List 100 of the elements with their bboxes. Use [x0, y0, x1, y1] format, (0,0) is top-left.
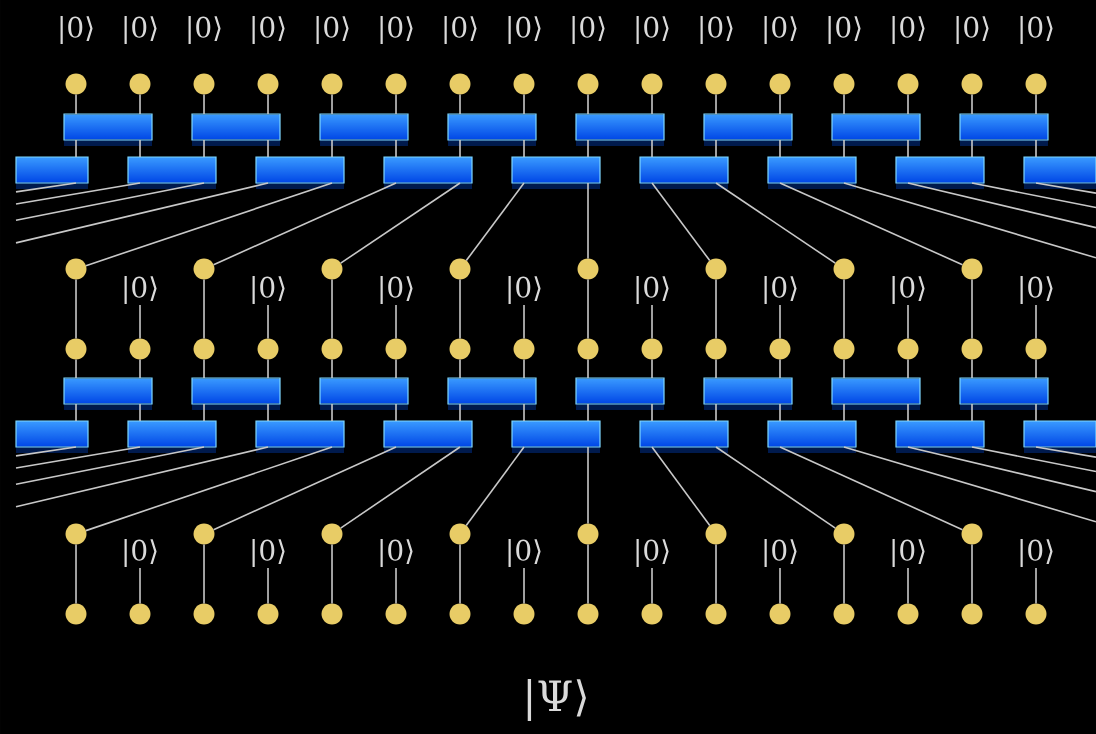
qubit-dot — [961, 523, 983, 545]
qubit-dot — [129, 338, 151, 360]
qubit-dot — [961, 258, 983, 280]
wire — [331, 358, 333, 379]
ket-label: |0⟩ — [124, 16, 157, 44]
ket-label: |0⟩ — [444, 16, 477, 44]
qubit-dot — [641, 338, 663, 360]
ket-label: |0⟩ — [636, 16, 669, 44]
gate-box — [895, 420, 985, 453]
wire — [779, 93, 781, 115]
wire — [523, 304, 525, 340]
wire — [651, 93, 653, 115]
wire — [523, 403, 525, 422]
gate-box — [63, 113, 153, 146]
wire — [15, 446, 269, 508]
ket-label: |0⟩ — [60, 16, 93, 44]
gate-box — [511, 156, 601, 189]
ket-label: |0⟩ — [764, 16, 797, 44]
wire — [395, 403, 397, 422]
qubit-dot — [1025, 603, 1047, 625]
qubit-dot — [449, 73, 471, 95]
wire — [843, 358, 845, 379]
wire — [779, 358, 781, 379]
wire — [907, 139, 909, 158]
ket-label: |0⟩ — [252, 276, 285, 304]
qubit-dot — [577, 338, 599, 360]
wire — [779, 304, 781, 340]
qubit-dot — [385, 338, 407, 360]
qubit-dot — [65, 523, 87, 545]
ket-label: |0⟩ — [188, 16, 221, 44]
wire — [15, 446, 205, 485]
wire — [523, 93, 525, 115]
wire — [267, 358, 269, 379]
ket-label: |0⟩ — [892, 276, 925, 304]
gate-box — [703, 377, 793, 410]
wire — [395, 93, 397, 115]
ket-label: |0⟩ — [508, 539, 541, 567]
qubit-dot — [449, 258, 471, 280]
wire — [587, 358, 589, 379]
gate-box — [639, 420, 729, 453]
gate-box — [383, 156, 473, 189]
wire — [715, 446, 837, 529]
wire — [212, 446, 397, 531]
ket-label: |0⟩ — [316, 16, 349, 44]
ket-label: |0⟩ — [572, 16, 605, 44]
gate-box — [191, 377, 281, 410]
gate-box — [895, 156, 985, 189]
gate-box — [447, 377, 537, 410]
wire — [971, 139, 973, 158]
wire — [779, 446, 964, 531]
wire — [75, 358, 77, 379]
ket-label: |0⟩ — [508, 276, 541, 304]
wire — [139, 403, 141, 422]
wire — [651, 446, 711, 527]
wire — [331, 93, 333, 115]
wire — [587, 93, 589, 115]
wire — [715, 358, 717, 379]
wire — [212, 182, 397, 266]
wire — [779, 139, 781, 158]
wire — [971, 403, 973, 422]
qubit-dot — [705, 258, 727, 280]
wire — [779, 182, 964, 266]
wire — [75, 403, 77, 422]
wire — [1035, 139, 1037, 158]
wire — [331, 139, 333, 158]
wire — [459, 403, 461, 422]
wire — [459, 93, 461, 115]
gate-box — [1023, 156, 1096, 189]
qubit-dot — [385, 73, 407, 95]
qubit-dot — [321, 603, 343, 625]
qubit-dot — [321, 523, 343, 545]
qubit-dot — [193, 603, 215, 625]
wire — [85, 182, 333, 267]
wire — [75, 278, 77, 340]
gate-box — [255, 420, 345, 453]
qubit-dot — [897, 73, 919, 95]
qubit-dot — [193, 73, 215, 95]
ket-label: |0⟩ — [124, 276, 157, 304]
wire — [907, 304, 909, 340]
wire — [587, 182, 589, 260]
wire — [587, 278, 589, 340]
qubit-dot — [65, 603, 87, 625]
qubit-dot — [321, 73, 343, 95]
wire — [715, 139, 717, 158]
ket-label: |0⟩ — [508, 16, 541, 44]
qubit-dot — [961, 338, 983, 360]
wire — [395, 567, 397, 605]
wire — [1035, 304, 1037, 340]
ket-label: |0⟩ — [764, 539, 797, 567]
qubit-dot — [257, 603, 279, 625]
wire — [15, 182, 269, 244]
wire — [465, 182, 525, 262]
gate-box — [127, 420, 217, 453]
gate-box — [15, 420, 89, 453]
wire — [843, 543, 845, 605]
wire — [139, 304, 141, 340]
gate-box — [127, 156, 217, 189]
wire — [331, 403, 333, 422]
wire — [267, 567, 269, 605]
ket-label: |0⟩ — [252, 539, 285, 567]
